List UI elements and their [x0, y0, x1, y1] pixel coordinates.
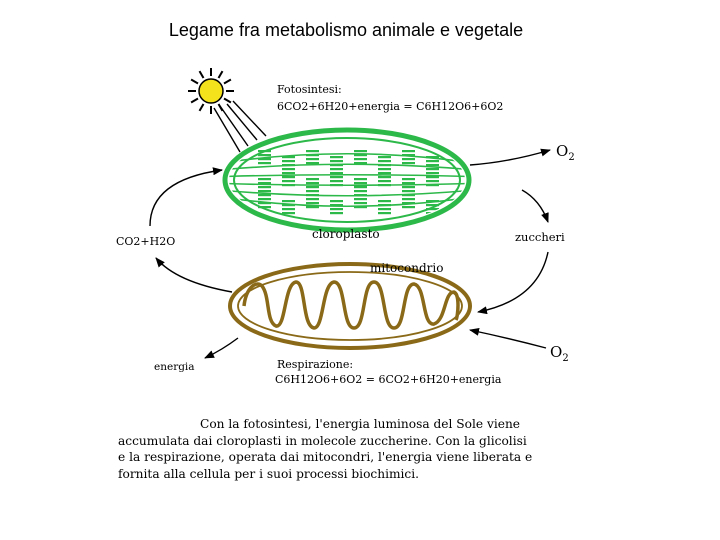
- caption-line-2: accumulata dai cloroplasti in molecole z…: [118, 433, 527, 448]
- respiration-equation: C6H12O6+6O2 = 6CO2+6H20+energia: [275, 373, 502, 386]
- photosynthesis-heading: Fotosintesi:: [277, 83, 342, 96]
- sunlight-rays: [213, 100, 267, 153]
- photosynthesis-equation: 6CO2+6H20+energia = C6H12O6+6O2: [277, 100, 503, 113]
- respiration-heading: Respirazione:: [277, 358, 353, 371]
- arrow-to-o2-top: [469, 148, 551, 166]
- arrow-co2-to-chloroplast: [149, 167, 223, 227]
- slide-title: Legame fra metabolismo animale e vegetal…: [168, 20, 524, 40]
- caption-line-4: fornita alla cellula per i suoi processi…: [118, 466, 420, 481]
- arrow-zuccheri-to-mito: [477, 251, 549, 315]
- o2-bottom-label: O2: [550, 343, 569, 364]
- sun-icon: [188, 68, 234, 114]
- mitochondrion-label: mitocondrio: [370, 261, 443, 275]
- caption-line-3: e la respirazione, operata dai mitocondr…: [118, 450, 533, 464]
- mitochondrion-cristae: [242, 280, 460, 330]
- arrow-o2-bottom-to-mito: [469, 327, 547, 349]
- zuccheri-label: zuccheri: [515, 230, 565, 244]
- arrow-to-zuccheri: [521, 189, 549, 223]
- chloroplast-label: cloroplasto: [312, 227, 380, 241]
- chloroplast: [222, 127, 472, 233]
- caption: Con la fotosintesi, l'energia luminosa d…: [118, 416, 598, 482]
- arrow-mito-to-energia: [204, 337, 239, 359]
- arrow-mito-to-co2: [155, 257, 233, 293]
- energia-label: energia: [154, 361, 195, 373]
- co2-h2o-label: CO2+H2O: [116, 235, 175, 248]
- mitochondrion: [228, 262, 472, 350]
- o2-top-label: O2: [556, 142, 575, 163]
- cycle-arrows: [149, 148, 551, 359]
- caption-line-1: Con la fotosintesi, l'energia luminosa d…: [200, 417, 521, 431]
